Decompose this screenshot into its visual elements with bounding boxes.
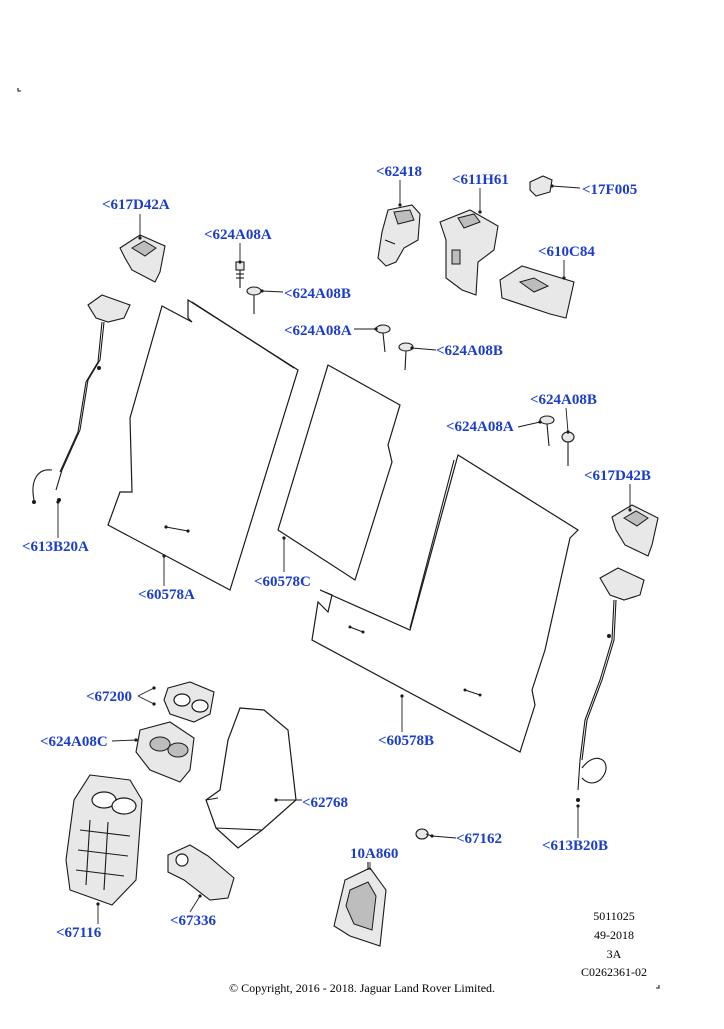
label-60578B[interactable]: <60578B (378, 733, 435, 749)
label-613B20B[interactable]: <613B20B (542, 838, 609, 854)
ref-code: C0262361-02 (581, 965, 647, 979)
label-617D42A[interactable]: <617D42A (102, 197, 170, 213)
part-611H61[interactable] (439, 209, 499, 296)
copyright-notice: © Copyright, 2016 - 2018. Jaguar Land Ro… (228, 981, 496, 995)
part-617D42A[interactable] (119, 234, 166, 283)
label-624A08B[interactable]: <624A08B (530, 392, 597, 408)
part-624A08A-bolt[interactable] (375, 324, 391, 353)
part-613B20B[interactable] (576, 567, 645, 802)
part-624A08A-bolt[interactable] (539, 415, 555, 447)
part-62418[interactable] (377, 204, 421, 267)
label-617D42B[interactable]: <617D42B (584, 468, 651, 484)
label-17F005[interactable]: <17F005 (582, 182, 638, 198)
label-610C84[interactable]: <610C84 (538, 244, 595, 260)
corner-mark (656, 985, 660, 989)
part-60578A[interactable] (107, 298, 299, 591)
label-613B20A[interactable]: <613B20A (22, 539, 89, 555)
label-67336[interactable]: <67336 (170, 913, 217, 929)
part-67336[interactable] (167, 844, 235, 901)
part-624A08B-bolt[interactable] (561, 431, 575, 466)
part-617D42B[interactable] (611, 504, 659, 557)
ref-date: 49-2018 (594, 928, 634, 942)
part-67200[interactable] (163, 681, 215, 723)
label-60578A[interactable]: <60578A (138, 587, 195, 603)
label-62768[interactable]: <62768 (302, 795, 349, 811)
corner-mark (17, 88, 21, 92)
label-10A860[interactable]: 10A860 (350, 846, 399, 862)
part-67116[interactable] (65, 774, 143, 906)
part-10A860[interactable] (333, 862, 387, 947)
part-62768[interactable] (205, 707, 297, 849)
part-17F005[interactable] (529, 175, 553, 197)
part-60578B[interactable] (311, 454, 579, 753)
part-67162[interactable] (415, 828, 433, 840)
part-624A08C[interactable] (135, 721, 195, 783)
label-611H61[interactable]: <611H61 (452, 172, 509, 188)
label-60578C[interactable]: <60578C (254, 574, 311, 590)
leader-lines (56, 180, 632, 924)
part-610C84[interactable] (499, 265, 575, 319)
label-62418[interactable]: <62418 (376, 164, 423, 180)
label-624A08A[interactable]: <624A08A (446, 419, 514, 435)
ref-number: 5011025 (593, 909, 635, 923)
label-624A08A[interactable]: <624A08A (284, 323, 352, 339)
part-60578C[interactable] (277, 364, 401, 581)
label-624A08C[interactable]: <624A08C (40, 734, 108, 750)
part-613B20A[interactable] (32, 294, 131, 504)
label-67116[interactable]: <67116 (56, 925, 102, 941)
part-624A08A-bolt[interactable] (235, 261, 245, 288)
label-624A08A[interactable]: <624A08A (204, 227, 272, 243)
label-67162[interactable]: <67162 (456, 831, 503, 847)
ref-revision: 3A (606, 947, 622, 961)
label-624A08B[interactable]: <624A08B (436, 343, 503, 359)
part-624A08B-bolt[interactable] (246, 286, 262, 314)
label-67200[interactable]: <67200 (86, 689, 133, 705)
label-624A08B[interactable]: <624A08B (284, 286, 351, 302)
